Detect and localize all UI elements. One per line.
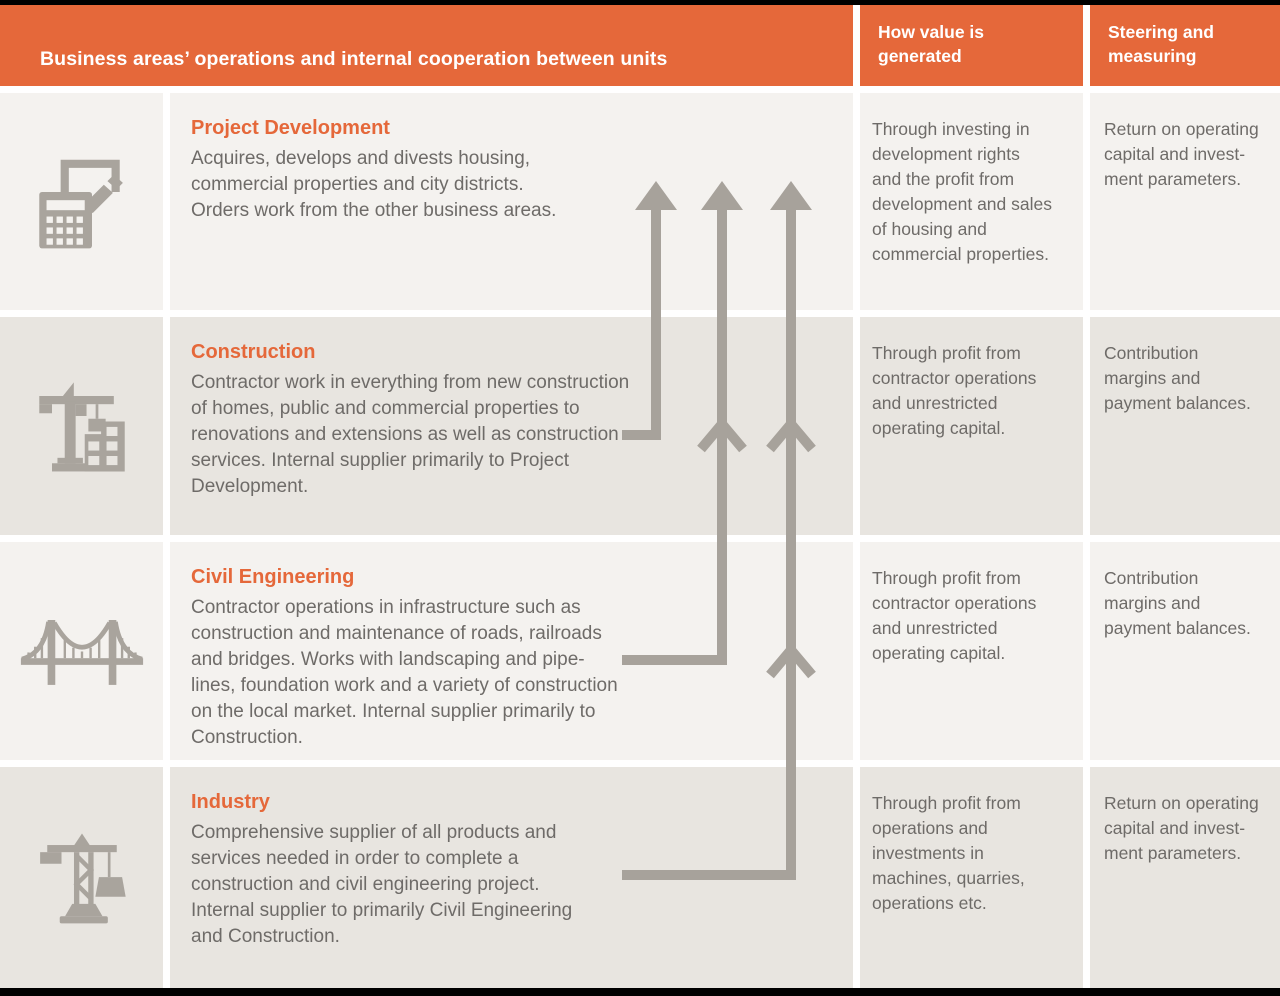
value-cell-industry: Through profit from operations and inves… xyxy=(860,767,1083,988)
header-operations-label: Business areas’ operations and internal … xyxy=(40,48,668,70)
description-cell-construction: Construction Contractor work in everythi… xyxy=(170,317,853,535)
value-text-industry: Through profit from operations and inves… xyxy=(872,793,1025,913)
top-border-bar xyxy=(0,0,1280,5)
description-cell-civil-engineering: Civil Engineering Contractor operations … xyxy=(170,542,853,760)
value-cell-project-development: Through investing in development rights … xyxy=(860,93,1083,310)
header-steering-and-measuring: Steering and measuring xyxy=(1090,5,1280,86)
steering-cell-industry: Return on operating capital and invest- … xyxy=(1090,767,1280,988)
row-title-construction: Construction xyxy=(191,341,316,363)
bottom-border-bar xyxy=(0,988,1280,996)
description-cell-industry: Industry Comprehensive supplier of all p… xyxy=(170,767,853,988)
suspension-bridge-icon xyxy=(20,619,143,685)
steering-text-civil-engineering: Contribution margins and payment balance… xyxy=(1104,568,1251,638)
description-cell-project-development: Project Development Acquires, develops a… xyxy=(170,93,853,310)
icon-cell-project-development xyxy=(0,93,163,310)
row-description-industry: Comprehensive supplier of all products a… xyxy=(191,822,573,947)
steering-cell-project-development: Return on operating capital and invest- … xyxy=(1090,93,1280,310)
steering-text-project-development: Return on operating capital and invest- … xyxy=(1104,119,1259,189)
value-text-project-development: Through investing in development rights … xyxy=(872,119,1052,264)
row-description-civil-engineering: Contractor operations in infrastructure … xyxy=(191,597,618,748)
icon-cell-construction xyxy=(0,317,163,535)
tower-crane-building-icon xyxy=(38,382,125,472)
steering-cell-construction: Contribution margins and payment balance… xyxy=(1090,317,1280,535)
header-how-value-is-generated: How value is generated xyxy=(860,5,1083,86)
steering-text-construction: Contribution margins and payment balance… xyxy=(1104,343,1251,413)
value-text-civil-engineering: Through profit from contractor operation… xyxy=(872,568,1037,663)
value-cell-construction: Through profit from contractor operation… xyxy=(860,317,1083,535)
row-title-industry: Industry xyxy=(191,791,270,813)
steering-cell-civil-engineering: Contribution margins and payment balance… xyxy=(1090,542,1280,760)
row-description-construction: Contractor work in everything from new c… xyxy=(191,372,630,497)
row-title-project-development: Project Development xyxy=(191,117,390,139)
value-cell-civil-engineering: Through profit from contractor operation… xyxy=(860,542,1083,760)
steering-text-industry: Return on operating capital and invest- … xyxy=(1104,793,1259,863)
icon-cell-civil-engineering xyxy=(0,542,163,760)
header-operations: Business areas’ operations and internal … xyxy=(0,5,853,86)
icon-cell-industry xyxy=(0,767,163,988)
row-description-project-development: Acquires, develops and divests housing, … xyxy=(191,148,557,221)
calculator-document-pencil-icon xyxy=(38,159,123,248)
row-title-civil-engineering: Civil Engineering xyxy=(191,566,355,588)
value-text-construction: Through profit from contractor operation… xyxy=(872,343,1037,438)
tower-crane-load-icon xyxy=(39,832,126,923)
